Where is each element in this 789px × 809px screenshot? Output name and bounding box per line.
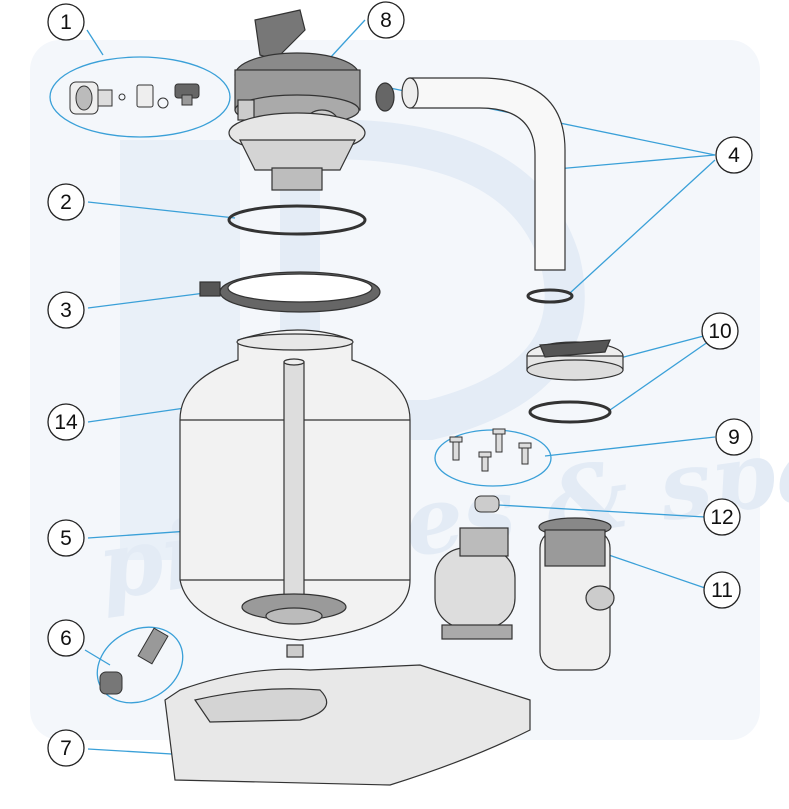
svg-text:11: 11 (711, 579, 733, 602)
svg-text:8: 8 (380, 9, 392, 32)
callouts: 1 2 3 4 5 6 7 8 (47, 1, 753, 767)
callout-5: 5 (47, 519, 85, 557)
callout-12: 12 (703, 498, 741, 536)
part-7-base (164, 664, 531, 786)
svg-text:10: 10 (708, 320, 731, 343)
svg-text:14: 14 (54, 411, 78, 434)
callout-10: 10 (701, 312, 739, 350)
watermark: piscines & spas (30, 40, 789, 740)
part-9-screws (434, 428, 552, 487)
part-11-pump (434, 517, 615, 671)
callout-8: 8 (367, 1, 405, 39)
svg-text:7: 7 (60, 737, 72, 760)
callout-4: 4 (715, 136, 753, 174)
callout-11: 11 (703, 571, 741, 609)
svg-text:1: 1 (60, 11, 72, 34)
svg-text:4: 4 (728, 144, 740, 167)
callout-7: 7 (47, 729, 85, 767)
part-1-accessories (49, 56, 231, 138)
part-4-pipe (375, 77, 574, 304)
svg-text:5: 5 (60, 527, 72, 550)
callout-1: 1 (47, 3, 85, 41)
callout-6: 6 (47, 619, 85, 657)
part-5-collector (241, 358, 347, 625)
svg-text:6: 6 (60, 627, 72, 650)
callout-14: 14 (47, 403, 85, 441)
part-6-drain (96, 626, 184, 704)
svg-text:3: 3 (60, 299, 72, 322)
part-3-clamp-ring (199, 271, 381, 313)
callout-2: 2 (47, 183, 85, 221)
part-8-multiport-valve (228, 9, 366, 191)
callout-9: 9 (715, 418, 753, 456)
part-2-o-ring (227, 204, 367, 236)
part-10-lid (526, 339, 624, 424)
svg-text:12: 12 (710, 506, 733, 529)
svg-text:2: 2 (60, 191, 72, 214)
part-12-fitting (474, 495, 500, 513)
svg-text:9: 9 (728, 426, 740, 449)
callout-3: 3 (47, 291, 85, 329)
